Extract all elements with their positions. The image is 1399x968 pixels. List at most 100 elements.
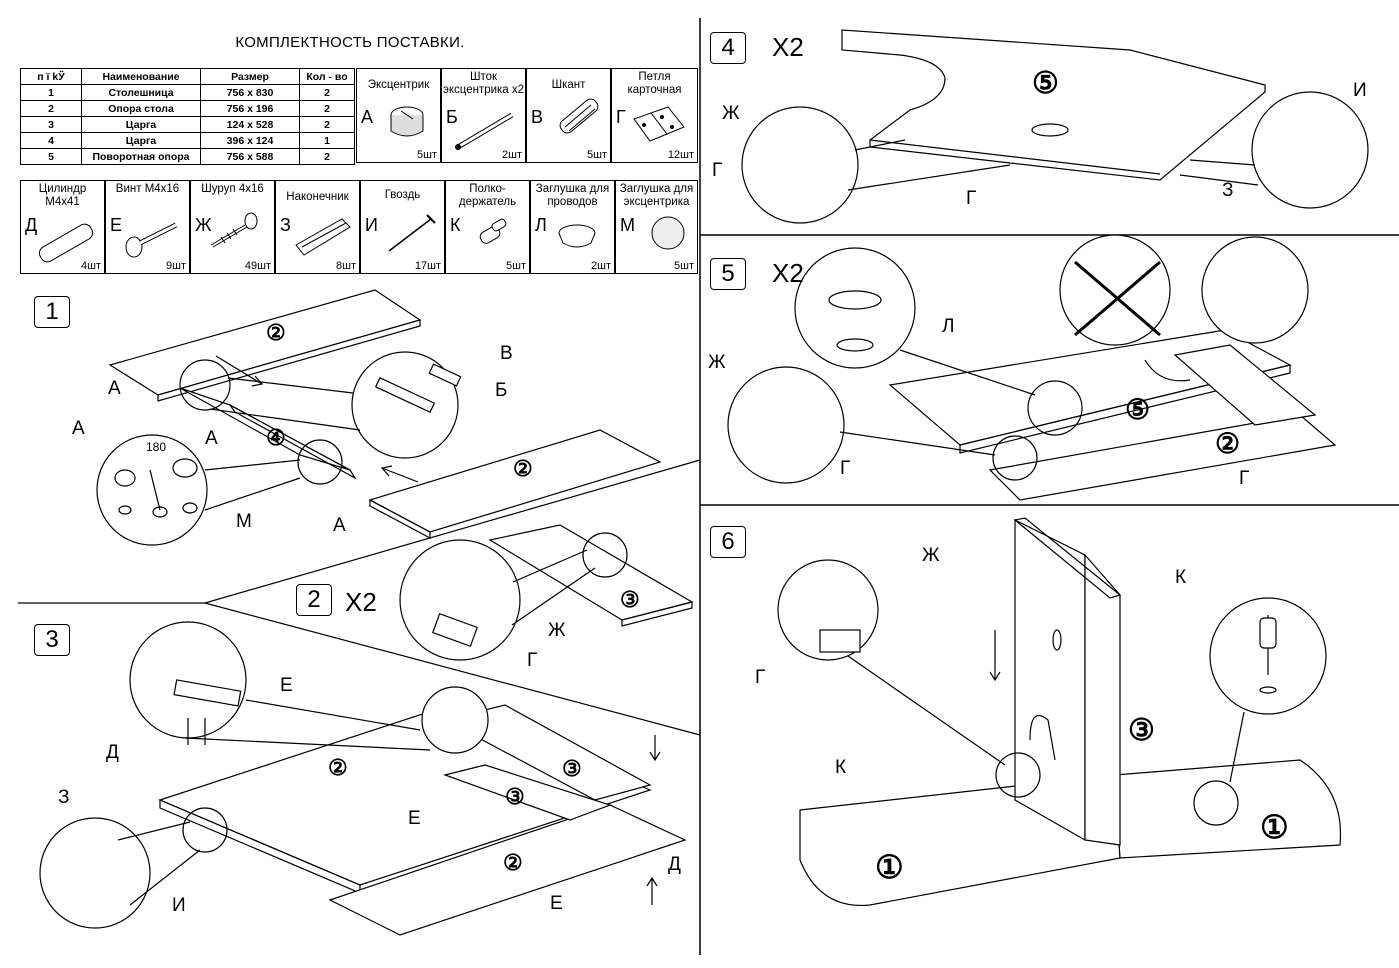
callout-g: Г <box>755 667 766 688</box>
part-number: ① <box>875 848 904 886</box>
part-number: ③ <box>620 587 640 613</box>
hardware-qty: 12шт <box>667 149 694 161</box>
hardware-name: Заглушка для проводов <box>535 183 610 208</box>
callout-zh: Ж <box>922 545 940 566</box>
divider-diag-2 <box>204 602 701 736</box>
callout-d: Д <box>106 742 119 763</box>
part-number: ④ <box>266 425 286 451</box>
column-header: Кол - во <box>299 68 355 85</box>
hardware-letter: Ж <box>195 215 212 235</box>
part-number: ② <box>1215 427 1241 460</box>
cell: Опора стола <box>81 100 201 117</box>
step2-art <box>399 524 694 661</box>
callout-g: Г <box>527 650 538 671</box>
callout-a: А <box>205 428 218 449</box>
hardware-tip: Наконечник З 8шт <box>275 180 360 274</box>
callout-k: К <box>835 757 847 778</box>
part-number: ③ <box>505 784 525 810</box>
callout-m: М <box>236 511 252 532</box>
cell: 2 <box>299 84 355 101</box>
hardware-eccentric-cap: Заглушка для эксцентрика М 5шт <box>615 180 698 274</box>
hardware-name: Заглушка для эксцентрика <box>619 183 694 208</box>
callout-a: А <box>72 418 85 439</box>
callout-z: З <box>1222 180 1234 201</box>
cell: 124 x 528 <box>200 116 300 133</box>
hardware-qty: 49шт <box>244 260 271 272</box>
cell: 2 <box>299 148 355 165</box>
hardware-letter: Л <box>535 215 547 235</box>
part-number: ② <box>503 850 523 876</box>
callout-a: А <box>333 515 346 536</box>
hardware-eccentric-rod: Шток эксцентрика x2 Б 2шт <box>441 68 526 163</box>
hardware-letter: И <box>365 215 378 235</box>
cell: Столешница <box>81 84 201 101</box>
step6-art <box>777 517 1342 907</box>
cable-cap-icon <box>558 224 596 248</box>
hardware-name: Шуруп 4х16 <box>201 183 264 195</box>
eccentric-icon <box>390 106 424 137</box>
hardware-name: Петля карточная <box>627 71 682 96</box>
step5-art <box>727 234 1337 501</box>
step-number: 1 <box>34 296 70 328</box>
callout-e: Е <box>408 808 421 829</box>
column-header: Наименование <box>81 68 201 85</box>
callout-k: К <box>1175 567 1187 588</box>
hardware-hinge: Петля карточная Г 12шт <box>611 68 698 163</box>
hardware-qty: 5шт <box>417 149 437 161</box>
callout-a: А <box>108 378 121 399</box>
cylinder-icon <box>38 223 94 263</box>
cell: 4 <box>20 132 82 149</box>
hardware-name: Шток эксцентрика x2 <box>442 71 525 96</box>
hardware-qty: 5шт <box>506 260 526 272</box>
hardware-name: Шкант <box>551 79 586 91</box>
hardware-nail: Гвоздь И 17шт <box>360 180 445 274</box>
cell: 2 <box>299 100 355 117</box>
wood-screw-icon <box>210 212 258 248</box>
hardware-cylinder: Цилиндр М4х41 Д 4шт <box>20 180 105 274</box>
hardware-wood-screw: Шуруп 4х16 Ж 49шт <box>190 180 275 274</box>
part-number: ② <box>513 456 533 482</box>
callout-g: Г <box>712 160 723 181</box>
step3-art <box>39 621 687 936</box>
step-multiplier: X2 <box>772 32 804 62</box>
part-number: ⑤ <box>1032 66 1059 101</box>
hardware-name: Эксцентрик <box>367 79 430 91</box>
parts-table: п ї kЎ Наименование Размер Кол - во 1 Ст… <box>20 68 355 165</box>
hardware-letter: Е <box>110 215 123 235</box>
page-title: КОМПЛЕКТНОСТЬ ПОСТАВКИ. <box>235 34 465 51</box>
cell: Царга <box>81 116 201 133</box>
table-row: 3 Царга 124 x 528 2 <box>20 116 355 133</box>
cell: Поворотная опора <box>81 148 201 165</box>
step-multiplier: X2 <box>345 587 377 617</box>
part-number: ③ <box>562 756 582 782</box>
table-row: 2 Опора стола 756 x 196 2 <box>20 100 355 117</box>
hardware-letter: Д <box>25 215 38 235</box>
hardware-qty: 2шт <box>591 260 611 272</box>
hardware-name: Гвоздь <box>384 189 421 201</box>
hardware-letter: А <box>361 107 374 127</box>
callout-g: Г <box>1239 468 1250 489</box>
tip-icon <box>295 218 351 256</box>
step-multiplier: X2 <box>772 258 804 288</box>
step-number: 3 <box>34 624 70 656</box>
hardware-qty: 9шт <box>166 260 186 272</box>
callout-d: Д <box>668 854 681 875</box>
step-number: 6 <box>710 526 746 558</box>
callout-i: И <box>1353 80 1367 101</box>
callout-z: З <box>58 787 70 808</box>
step-number: 5 <box>710 258 746 290</box>
cell: 2 <box>299 116 355 133</box>
nail-icon <box>388 214 436 252</box>
step4-art <box>741 29 1369 224</box>
hardware-shelf-support: Полко- держатель К 5шт <box>445 180 530 274</box>
part-number: ③ <box>1128 713 1155 748</box>
hardware-eccentric: Эксцентрик А 5шт <box>356 68 441 163</box>
bolt-icon <box>125 222 178 258</box>
table-header-row: п ї kЎ Наименование Размер Кол - во <box>20 68 355 85</box>
hardware-name: Наконечник <box>286 191 349 203</box>
column-header: п ї kЎ <box>20 68 82 85</box>
cell: 756 x 588 <box>200 148 300 165</box>
hardware-screw-m4: Винт М4х16 Е 9шт <box>105 180 190 274</box>
callout-e: Е <box>280 675 293 696</box>
cell: 756 x 830 <box>200 84 300 101</box>
